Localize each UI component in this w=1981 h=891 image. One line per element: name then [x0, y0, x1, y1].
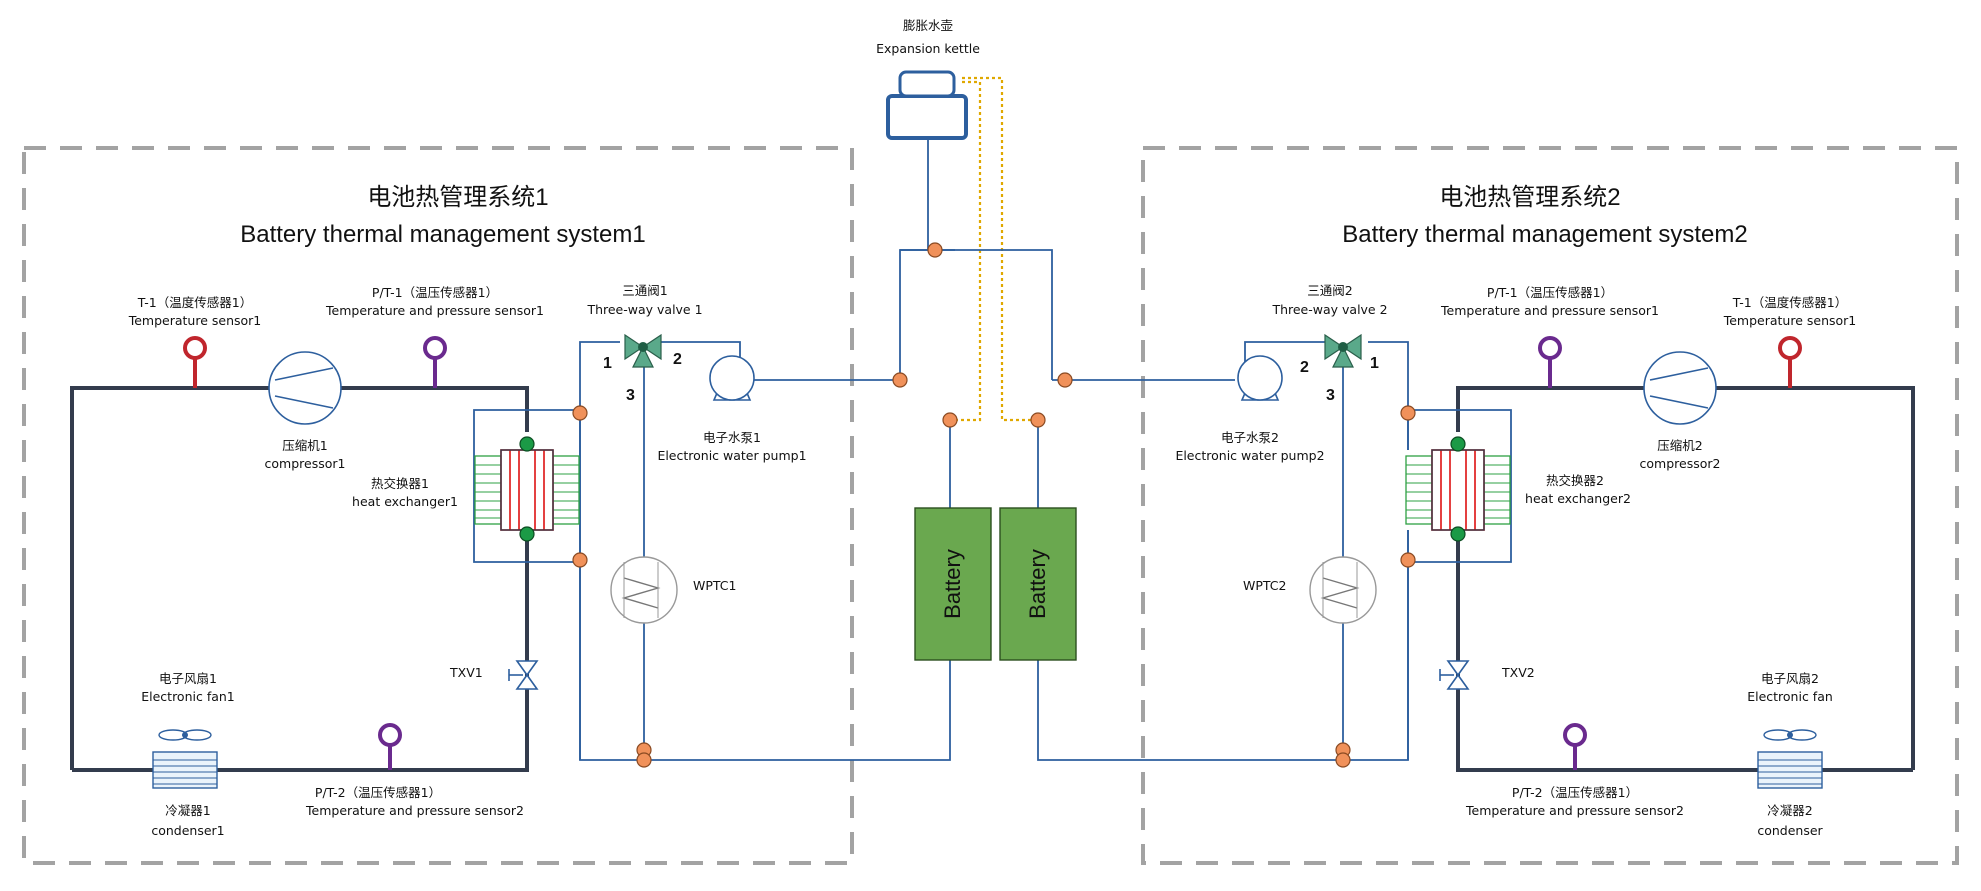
pt-sensor-2	[378, 723, 402, 770]
wptc-2	[1309, 556, 1377, 624]
s1-compressor-cn: 压缩机1	[282, 438, 327, 453]
electronic-fan-2	[1763, 729, 1817, 741]
s1-fan-en: Electronic fan1	[141, 689, 235, 704]
pt-sensor-4	[1563, 723, 1587, 770]
s2-port1: 1	[1370, 355, 1379, 372]
s1-t1-cn: T-1（温度传感器1）	[137, 295, 252, 310]
s2-condenser-en: condenser	[1757, 823, 1823, 838]
sys1-node-a	[572, 405, 588, 421]
s1-pt1-cn: P/T-1（温压传感器1）	[372, 285, 498, 300]
battery-1	[914, 507, 992, 661]
s1-port2: 2	[673, 351, 682, 368]
s2-port2: 2	[1300, 359, 1309, 376]
s1-condenser-cn: 冷凝器1	[165, 803, 210, 818]
s2-port3: 3	[1326, 387, 1335, 404]
s1-valve-en: Three-way valve 1	[586, 302, 702, 317]
txv-1	[508, 660, 538, 690]
pt-sensor-1	[423, 336, 447, 388]
heat-exchanger-2	[1405, 449, 1511, 531]
s1-hx-en: heat exchanger1	[352, 494, 458, 509]
s1-compressor-en: compressor1	[265, 456, 346, 471]
expansion-kettle-cn: 膨胀水壶	[903, 18, 953, 33]
system1-boundary	[22, 146, 854, 865]
electronic-fan-1	[158, 729, 212, 741]
battery-2-label: Battery	[1025, 549, 1050, 619]
battery-1-label: Battery	[940, 549, 965, 619]
water-pump-1	[709, 355, 755, 401]
s2-compressor-en: compressor2	[1640, 456, 1721, 471]
hx1-node-bottom	[519, 526, 535, 542]
temp-sensor-2	[1778, 336, 1802, 388]
system2-boundary	[1141, 146, 1959, 865]
hx1-node-top	[519, 436, 535, 452]
txv-2	[1439, 660, 1469, 690]
system2-title-cn: 电池热管理系统2	[1439, 184, 1620, 211]
s2-fan-cn: 电子风扇2	[1761, 671, 1819, 686]
compressor-1	[268, 351, 342, 425]
system2	[1244, 341, 1915, 772]
s1-t1-en: Temperature sensor1	[128, 313, 262, 328]
s2-pump-cn: 电子水泵2	[1221, 430, 1279, 445]
s2-pt2-en: Temperature and pressure sensor2	[1465, 803, 1684, 818]
s2-compressor-cn: 压缩机2	[1657, 438, 1702, 453]
s2-valve-en: Three-way valve 2	[1271, 302, 1387, 317]
sys2-node-d	[1335, 752, 1351, 768]
s1-valve-cn: 三通阀1	[622, 283, 667, 298]
s2-condenser-cn: 冷凝器2	[1767, 803, 1812, 818]
s1-condenser-en: condenser1	[151, 823, 224, 838]
system1-title-en: Battery thermal management system1	[240, 221, 646, 248]
three-way-valve-2	[1324, 334, 1362, 368]
s1-pt2-en: Temperature and pressure sensor2	[305, 803, 524, 818]
heat-exchanger-1	[474, 449, 580, 531]
s1-wptc: WPTC1	[693, 578, 736, 593]
s2-fan-en: Electronic fan	[1747, 689, 1833, 704]
s2-valve-cn: 三通阀2	[1307, 283, 1352, 298]
s1-pt1-en: Temperature and pressure sensor1	[325, 303, 544, 318]
battery-2	[999, 507, 1077, 661]
s1-pt2-cn: P/T-2（温压传感器1）	[315, 785, 441, 800]
sys1-node-b	[572, 552, 588, 568]
water-pump-2	[1237, 355, 1283, 401]
s2-pt1-en: Temperature and pressure sensor1	[1440, 303, 1659, 318]
s1-pump-cn: 电子水泵1	[703, 430, 761, 445]
s1-txv: TXV1	[449, 665, 483, 680]
s2-pump-en: Electronic water pump2	[1175, 448, 1324, 463]
system1-title-cn: 电池热管理系统1	[367, 184, 548, 211]
s1-port1: 1	[603, 355, 612, 372]
expansion-line-right	[962, 76, 1042, 422]
s2-t1-cn: T-1（温度传感器1）	[1732, 295, 1847, 310]
s2-hx-en: heat exchanger2	[1525, 491, 1631, 506]
three-way-valve-1	[624, 334, 662, 368]
condenser-1	[152, 751, 218, 789]
compressor-2	[1643, 351, 1717, 425]
wptc-1	[610, 556, 678, 624]
central-nodes	[892, 242, 1073, 428]
sys1-node-d	[636, 752, 652, 768]
temp-sensor-1	[183, 336, 207, 388]
sys2-node-a	[1400, 405, 1416, 421]
s2-pt2-cn: P/T-2（温压传感器1）	[1512, 785, 1638, 800]
s1-pump-en: Electronic water pump1	[657, 448, 806, 463]
s1-port3: 3	[626, 387, 635, 404]
s2-pt1-cn: P/T-1（温压传感器1）	[1487, 285, 1613, 300]
pt-sensor-3	[1538, 336, 1562, 388]
s2-txv: TXV2	[1501, 665, 1535, 680]
expansion-line-left	[950, 80, 982, 422]
hx2-node-top	[1450, 436, 1466, 452]
sys2-node-b	[1400, 552, 1416, 568]
expansion-kettle	[886, 70, 968, 140]
condenser-2	[1757, 751, 1823, 789]
s2-t1-en: Temperature sensor1	[1723, 313, 1857, 328]
system2-title-en: Battery thermal management system2	[1342, 221, 1748, 248]
s1-fan-cn: 电子风扇1	[159, 671, 217, 686]
hx2-node-bottom	[1450, 526, 1466, 542]
expansion-kettle-en: Expansion kettle	[876, 41, 980, 56]
s2-wptc: WPTC2	[1243, 578, 1286, 593]
s1-hx-cn: 热交换器1	[371, 476, 429, 491]
system1	[70, 341, 741, 772]
s2-hx-cn: 热交换器2	[1546, 473, 1604, 488]
